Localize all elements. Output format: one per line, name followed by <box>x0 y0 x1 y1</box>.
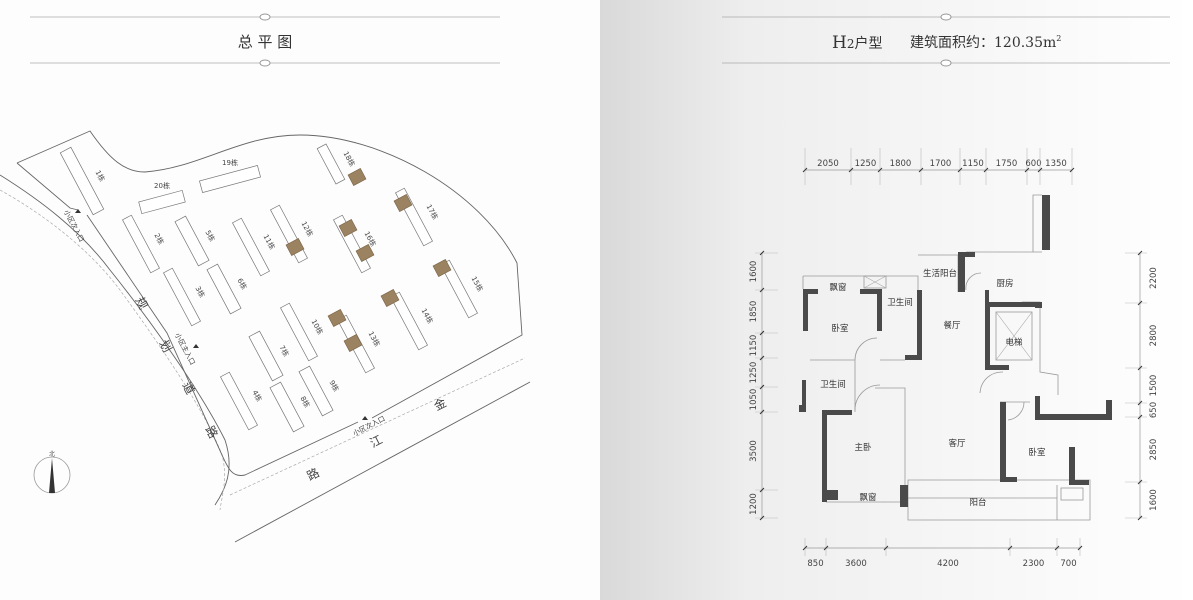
dimension-label: 1150 <box>962 159 984 169</box>
page-title: 总 平 图 <box>238 33 293 51</box>
right-header: H2户型 建筑面积约：120.35m2 <box>722 13 1170 67</box>
ornament-icon <box>259 59 271 67</box>
building-label: 19栋 <box>222 158 238 167</box>
area-label: 建筑面积约：120.35m2 <box>910 34 1061 51</box>
dimension-label: 1150 <box>749 335 759 357</box>
elevator-icon <box>995 311 1033 361</box>
dimension-label: 1600 <box>749 261 759 283</box>
highlighted-building <box>347 168 367 186</box>
dimension-label: 650 <box>1149 402 1159 418</box>
building-footprint <box>59 146 105 216</box>
dimension-label: 1250 <box>855 159 877 169</box>
dimension-label: 1750 <box>996 159 1018 169</box>
site-plan: 1栋2栋3栋4栋5栋6栋7栋8栋9栋10栋11栋12栋13栋14栋15栋16栋1… <box>0 130 531 543</box>
room-label: 卫生间 <box>887 297 913 308</box>
dimension-label: 1800 <box>890 159 912 169</box>
room-label: 飘窗 <box>859 492 876 503</box>
site-boundary <box>16 130 523 476</box>
highlighted-building <box>343 334 363 352</box>
building-footprint <box>138 189 186 215</box>
walls <box>799 195 1112 507</box>
building-footprint <box>220 371 258 431</box>
ornament-icon <box>259 13 271 21</box>
road-label: 划 <box>157 338 175 355</box>
dimension-label: 700 <box>1060 559 1076 569</box>
room-label: 电梯 <box>1005 337 1023 348</box>
unit-type-title: H2户型 <box>832 33 882 53</box>
dimension-label: 1200 <box>749 493 759 515</box>
ornament-icon <box>940 13 952 21</box>
dimension-label: 1850 <box>749 301 759 323</box>
left-page <box>0 0 600 600</box>
room-label: 餐厅 <box>943 321 961 331</box>
jinjiang-road-edge <box>234 381 531 543</box>
room-label: 客厅 <box>948 438 966 449</box>
dimension-label: 2800 <box>1149 325 1159 347</box>
highlighted-building <box>432 259 452 277</box>
road-label: 江 <box>368 432 385 450</box>
room-label: 主卧 <box>854 442 872 453</box>
dimension-label: 850 <box>807 559 823 569</box>
left-header: 总 平 图 <box>30 13 500 67</box>
room-label: 卧室 <box>1028 447 1046 458</box>
building-footprint <box>298 365 334 417</box>
dimension-label: 2050 <box>817 159 839 169</box>
building-footprint <box>269 381 305 433</box>
dimension-lines: 2050 1250 1800 1700 1150 1750 600 1350 1600 1850 1… <box>749 148 1159 569</box>
building-footprint <box>174 215 210 267</box>
building-footprint <box>163 267 201 327</box>
planned-road-edge <box>0 174 230 506</box>
highlighted-building <box>393 194 413 212</box>
road-label: 道 <box>180 380 198 397</box>
highlighted-building <box>285 238 305 256</box>
dimension-label: 1050 <box>749 389 759 411</box>
dimension-label: 4200 <box>937 559 959 569</box>
dimension-label: 1500 <box>1149 375 1159 397</box>
dimension-label: 1600 <box>1149 489 1159 511</box>
building-footprint <box>232 217 270 277</box>
room-label: 厨房 <box>996 278 1013 289</box>
dimension-label: 3500 <box>749 440 759 462</box>
building-footprint <box>199 165 261 193</box>
room-label: 阳台 <box>969 497 986 508</box>
dimension-label: 1700 <box>930 159 952 169</box>
highlighted-building <box>380 289 400 307</box>
ornament-icon <box>940 59 952 67</box>
room-label: 卫生间 <box>820 379 846 390</box>
building-footprint <box>316 143 346 185</box>
floor-plan: 飘窗 卫生间 生活阳台 厨房 卧室 餐厅 电梯 卫生间 主卧 客厅 卧室 飘窗 … <box>749 148 1159 569</box>
room-label: 卧室 <box>831 323 849 334</box>
dimension-label: 2200 <box>1149 267 1159 289</box>
dimension-label: 600 <box>1025 159 1041 169</box>
building-footprint <box>122 214 160 274</box>
north-compass-icon: 北 <box>33 450 71 494</box>
planned-road-centerline <box>0 189 225 511</box>
building-footprint <box>280 302 318 362</box>
dimension-label: 2850 <box>1149 439 1159 461</box>
dimension-label: 1350 <box>1045 159 1067 169</box>
building-label: 20栋 <box>154 181 170 190</box>
highlighted-building <box>338 219 358 237</box>
building-footprint <box>248 330 284 382</box>
jinjiang-road-centerline <box>229 357 526 496</box>
right-page <box>600 0 1193 600</box>
dimension-label: 3600 <box>845 559 867 569</box>
dimension-label: 2300 <box>1023 559 1045 569</box>
highlighted-building <box>327 309 347 327</box>
building-footprint <box>206 263 242 315</box>
room-label: 飘窗 <box>829 282 846 293</box>
north-label: 北 <box>49 450 55 458</box>
dimension-label: 1250 <box>749 362 759 384</box>
highlighted-building <box>355 244 375 262</box>
room-label: 生活阳台 <box>923 268 957 279</box>
